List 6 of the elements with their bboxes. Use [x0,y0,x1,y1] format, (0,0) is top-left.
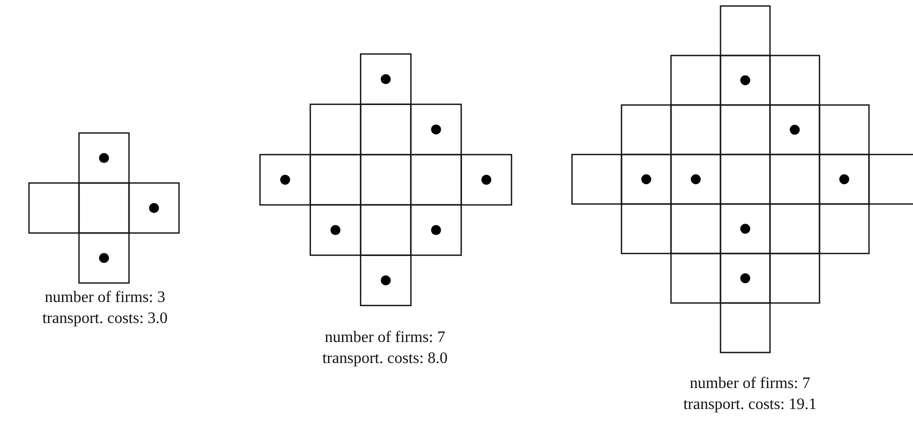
caption-text: transport. costs: 8.0 [322,349,448,369]
caption-text: transport. costs: 19.1 [683,395,817,415]
caption-text: number of firms: 7 [324,328,446,348]
caption-text: number of firms: 3 [44,288,166,308]
caption-text: transport. costs: 3.0 [42,309,168,329]
caption-text: number of firms: 7 [690,374,810,394]
